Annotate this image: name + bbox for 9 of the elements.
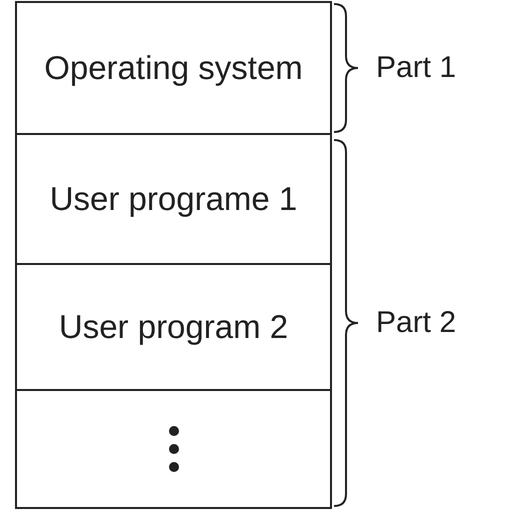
block-label: Operating system (43, 48, 304, 88)
memory-block (15, 1, 332, 135)
part-label: Part 1 (376, 50, 456, 86)
memory-block (15, 133, 332, 265)
part-label: Part 2 (376, 305, 456, 341)
memory-block (15, 263, 332, 391)
memory-block (15, 389, 332, 509)
block-label: User program 2 (58, 307, 290, 347)
block-label: User programe 1 (48, 179, 298, 219)
